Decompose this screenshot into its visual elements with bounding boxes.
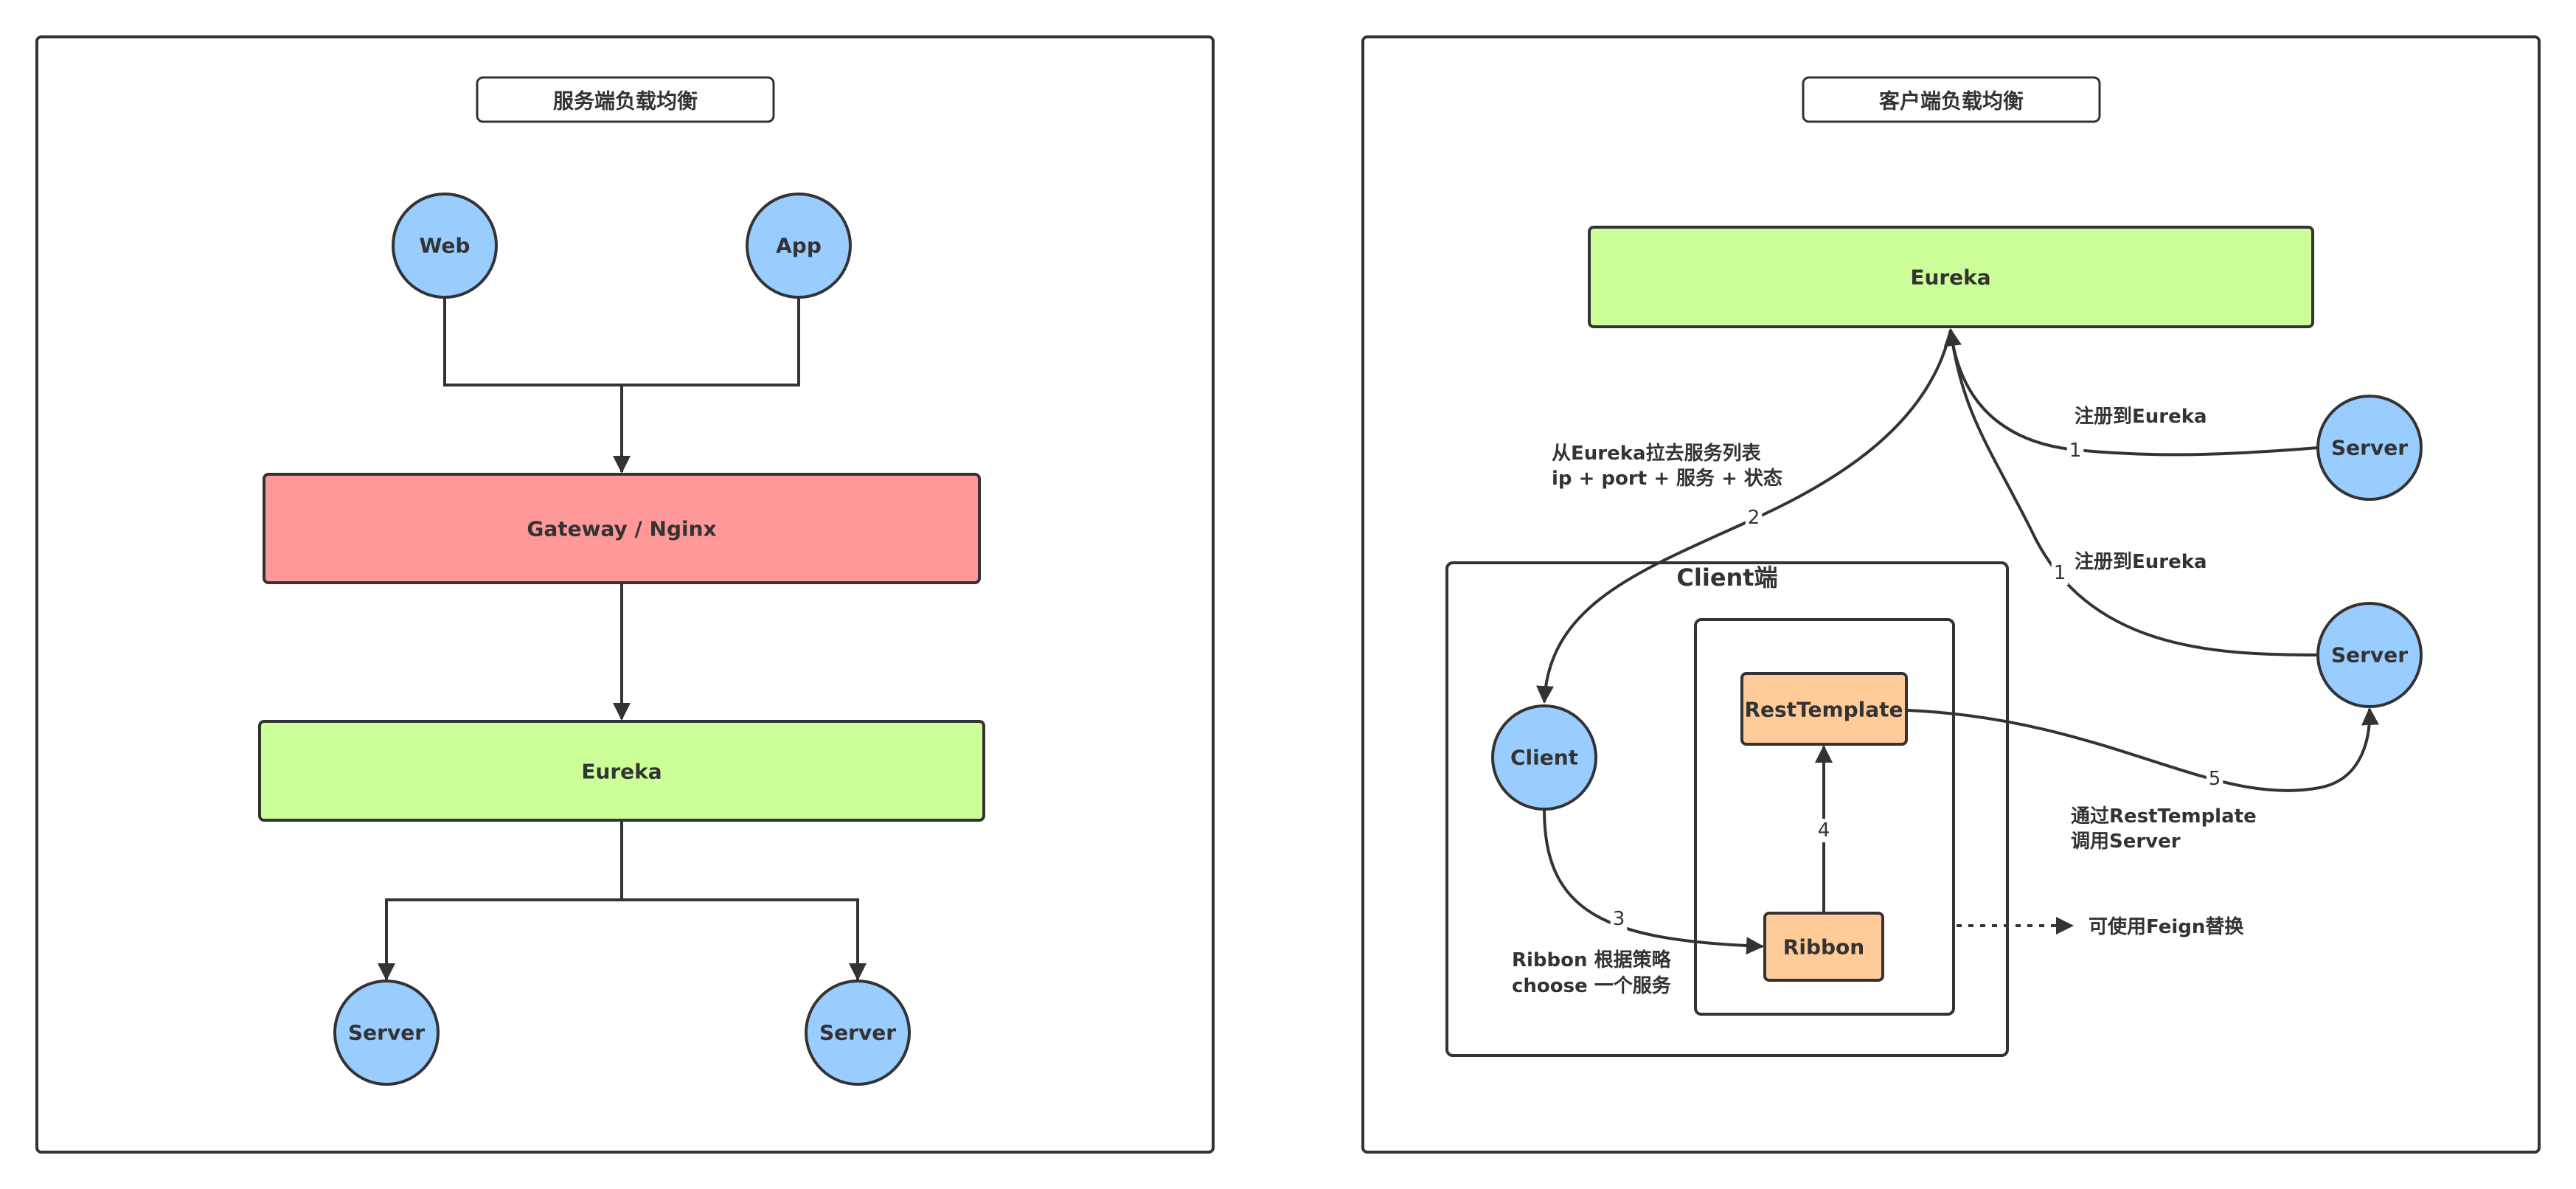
edge-5-resttemplate-to-server [1907, 707, 2379, 792]
left-server-node-1 [333, 980, 440, 1086]
app-node [746, 193, 852, 299]
edge-1b-number: 1 [2054, 562, 2066, 584]
edge-number-halo [2206, 767, 2223, 791]
edge-2-note-line1: 从Eureka拉去服务列表 [1552, 442, 1762, 465]
left-server-node-2-label: Server [819, 1021, 896, 1045]
edge-5-number: 5 [2209, 768, 2221, 790]
left-panel-title: 服务端负载均衡 [553, 89, 698, 114]
edge-5-note-line2: 调用Server [2071, 831, 2181, 853]
edge-3-note-line2: choose 一个服务 [1512, 975, 1671, 997]
client-node [1491, 704, 1597, 811]
edge-split-to-server-left [378, 898, 622, 981]
left-eureka-node [258, 720, 985, 822]
edge-number-halo [2051, 561, 2069, 585]
edge-3-note-line1: Ribbon 根据策略 [1512, 949, 1672, 971]
right-server-node-top-label: Server [2331, 436, 2408, 460]
right-panel-title: 客户端负载均衡 [1879, 89, 2024, 114]
right-panel-title-box [1802, 76, 2101, 123]
client-group-label: Client端 [1676, 564, 1777, 592]
client-node-label: Client [1510, 746, 1578, 770]
edge-number-halo [1610, 907, 1628, 931]
right-server-node-mid [2316, 602, 2423, 708]
edge-web-to-join [443, 295, 622, 386]
edge-1b-note: 注册到Eureka [2075, 550, 2207, 573]
edge-4-number: 4 [1818, 819, 1830, 842]
ribbon-node [1763, 912, 1884, 982]
gateway-node-label: Gateway / Nginx [527, 517, 716, 541]
left-server-node-1-label: Server [348, 1021, 425, 1045]
left-panel [35, 35, 1215, 1154]
edge-app-to-join [622, 295, 800, 386]
web-node [392, 193, 498, 299]
ribbon-node-label: Ribbon [1783, 935, 1864, 960]
edge-number-halo [2066, 439, 2084, 462]
right-server-node-top [2316, 395, 2423, 501]
gateway-node [263, 473, 981, 584]
left-connectors [378, 295, 867, 981]
resttemplate-node [1740, 672, 1908, 746]
edge-2-note-line2: ip + port + 服务 + 状态 [1552, 467, 1782, 490]
right-eureka-node-label: Eureka [1910, 266, 1990, 290]
edge-1a-note: 注册到Eureka [2075, 405, 2207, 428]
left-eureka-node-label: Eureka [581, 760, 662, 784]
edge-1a-number: 1 [2069, 440, 2082, 462]
edge-5-note-line1: 通过RestTemplate [2071, 805, 2257, 828]
edge-3-number: 3 [1613, 908, 1625, 930]
edge-1-server-mid-to-eureka [1944, 328, 2319, 656]
right-eureka-node [1588, 226, 2314, 328]
feign-note: 可使用Feign替换 [2089, 916, 2244, 938]
edge-3-client-to-ribbon [1543, 809, 1764, 955]
edge-split-to-server-right [622, 898, 867, 981]
left-server-node-2 [805, 980, 911, 1086]
edge-2-number: 2 [1748, 507, 1760, 529]
web-node-label: Web [420, 234, 471, 258]
resttemplate-node-label: RestTemplate [1744, 698, 1903, 722]
right-server-node-mid-label: Server [2331, 643, 2408, 668]
left-panel-title-box [476, 76, 775, 123]
app-node-label: App [776, 234, 822, 258]
edge-number-halo [1815, 819, 1833, 842]
edge-number-halo [1745, 506, 1763, 530]
